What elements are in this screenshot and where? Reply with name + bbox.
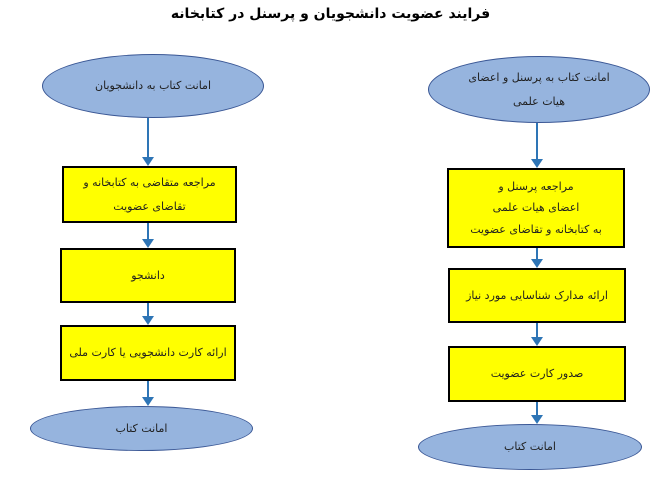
down-arrow-icon: [142, 303, 154, 325]
students-step1-line1: مراجعه متقاضی به کتابخانه و: [83, 175, 216, 189]
arrow-shaft: [536, 248, 538, 260]
arrow-head: [142, 239, 154, 248]
arrow-shaft: [147, 381, 149, 398]
arrow-shaft: [536, 323, 538, 338]
arrow-head: [531, 337, 543, 346]
students-start-label: امانت کتاب به دانشجویان: [95, 79, 211, 93]
staff-step3-process: صدور کارت عضویت: [448, 346, 626, 402]
down-arrow-icon: [142, 118, 154, 166]
arrow-shaft: [147, 303, 149, 317]
students-step1-process: مراجعه متقاضی به کتابخانه و تقاضای عضویت: [62, 166, 237, 223]
staff-end-terminator: امانت کتاب: [418, 424, 642, 470]
students-step1-line2: تقاضای عضویت: [113, 200, 186, 213]
arrow-head: [142, 397, 154, 406]
arrow-shaft: [536, 402, 538, 416]
arrow-head: [531, 159, 543, 168]
staff-start-terminator: امانت کتاب به پرسنل و اعضای هیات علمی: [428, 56, 650, 123]
staff-step2-label: ارائه مدارک شناسایی مورد نیاز: [466, 288, 608, 302]
staff-step1-line3: به کتابخانه و تقاضای عضویت: [470, 222, 602, 236]
staff-start-line2: هیات علمی: [512, 95, 566, 108]
arrow-head: [142, 157, 154, 166]
down-arrow-icon: [531, 123, 543, 168]
down-arrow-icon: [142, 381, 154, 406]
staff-end-label: امانت کتاب: [504, 440, 556, 454]
staff-step1-process: مراجعه پرسنل و اعضای هیات علمی به کتابخا…: [447, 168, 625, 248]
students-start-terminator: امانت کتاب به دانشجویان: [42, 54, 264, 118]
staff-step1-line1: مراجعه پرسنل و: [498, 180, 574, 194]
staff-step2-process: ارائه مدارک شناسایی مورد نیاز: [448, 268, 626, 323]
staff-step1-line2: اعضای هیات علمی: [492, 201, 580, 215]
arrow-shaft: [536, 123, 538, 160]
staff-step3-label: صدور کارت عضویت: [490, 367, 584, 381]
students-step3-label: ارائه کارت دانشجویی یا کارت ملی: [69, 346, 227, 360]
arrow-shaft: [147, 118, 149, 158]
students-end-label: امانت کتاب: [115, 421, 168, 435]
arrow-head: [142, 316, 154, 325]
arrow-head: [531, 415, 543, 424]
page-title: فرایند عضویت دانشجویان و پرسنل در کتابخا…: [170, 6, 491, 22]
students-step2-process: دانشجو: [60, 248, 236, 303]
arrow-shaft: [147, 223, 149, 240]
students-end-terminator: امانت کتاب: [30, 406, 253, 451]
students-step3-process: ارائه کارت دانشجویی یا کارت ملی: [60, 325, 236, 381]
staff-start-line1: امانت کتاب به پرسنل و اعضای: [468, 70, 610, 84]
down-arrow-icon: [531, 248, 543, 268]
down-arrow-icon: [142, 223, 154, 248]
arrow-head: [531, 259, 543, 268]
down-arrow-icon: [531, 402, 543, 424]
students-step2-label: دانشجو: [131, 268, 165, 282]
down-arrow-icon: [531, 323, 543, 346]
